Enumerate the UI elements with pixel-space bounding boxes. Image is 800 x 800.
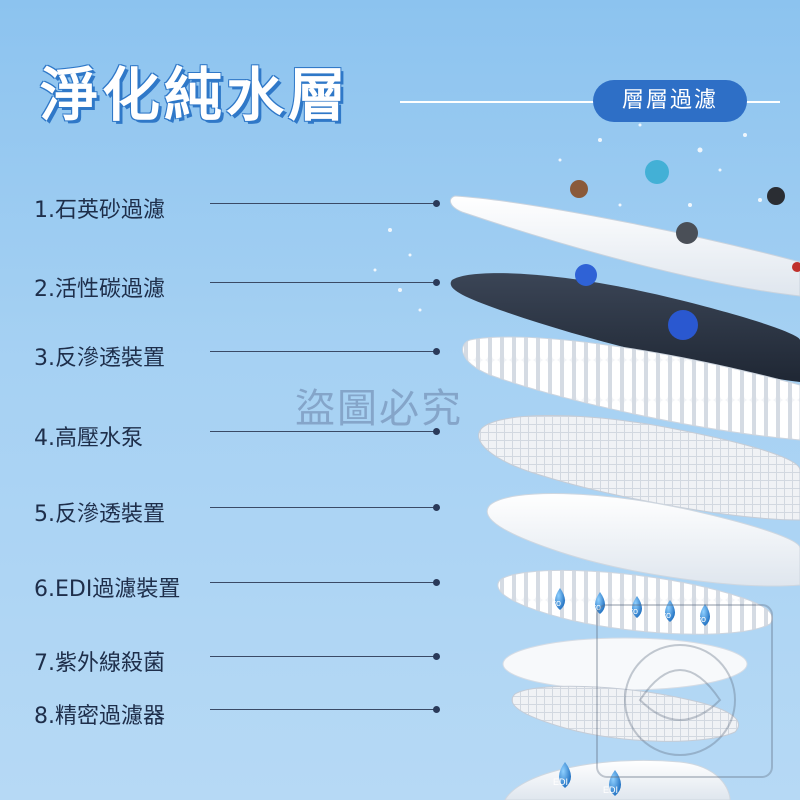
- layer-label-3: 3.反滲透裝置: [34, 346, 165, 371]
- edi-drop-2: [609, 770, 621, 796]
- particle-grey: [676, 222, 698, 244]
- ro-drop-label-3: ro: [630, 606, 638, 616]
- layer-uv-disc: [502, 637, 748, 691]
- edi-drop-1: [559, 762, 571, 788]
- leader-dot-2: [433, 279, 440, 286]
- ro-drop-label-1: ro: [553, 598, 561, 608]
- leader-line-3: [210, 351, 436, 352]
- layer-label-1: 1.石英砂過濾: [34, 198, 165, 223]
- leader-dot-4: [433, 428, 440, 435]
- particle-teal: [645, 160, 669, 184]
- corner-stamp-icon: [596, 604, 773, 778]
- leader-dot-6: [433, 579, 440, 586]
- leader-dot-8: [433, 706, 440, 713]
- leader-line-4: [210, 431, 436, 432]
- particle-black: [767, 187, 785, 205]
- filtration-badge: 層層過濾: [593, 80, 747, 122]
- edi-drop-label-1: EDI: [553, 777, 568, 787]
- ro-drop-label-2: ro: [593, 602, 601, 612]
- leader-line-2: [210, 282, 436, 283]
- leader-line-7: [210, 656, 436, 657]
- layer-ro-tubes-1: [462, 336, 800, 441]
- watermark-text: 盜圖必究: [295, 386, 463, 432]
- layer-ro-membrane: [486, 493, 800, 587]
- edi-drop-label-2: EDI: [603, 785, 618, 795]
- layer-label-2: 2.活性碳過濾: [34, 277, 165, 302]
- leader-dot-5: [433, 504, 440, 511]
- title-divider: [400, 101, 780, 103]
- particle-blue-small: [575, 264, 597, 286]
- particle-red: [792, 262, 800, 272]
- leader-line-5: [210, 507, 436, 508]
- ro-drops: ro ro ro ro ro: [553, 588, 710, 626]
- layer-activated-carbon: [450, 273, 800, 382]
- layer-label-7: 7.紫外線殺菌: [34, 651, 165, 676]
- leader-dot-3: [433, 348, 440, 355]
- page-title: 淨化純水層: [40, 61, 351, 129]
- leader-line-6: [210, 582, 436, 583]
- layer-label-8: 8.精密過濾器: [34, 704, 165, 729]
- leader-line-1: [210, 203, 436, 204]
- ro-drop-label-5: ro: [698, 614, 706, 624]
- layer-quartz-sand: [449, 195, 800, 297]
- ro-drop-label-4: ro: [663, 610, 671, 620]
- particle-brown: [570, 180, 588, 198]
- layer-precision-filter: [511, 685, 740, 742]
- leader-dot-1: [433, 200, 440, 207]
- water-splash: [373, 123, 762, 312]
- particle-blue-large: [668, 310, 698, 340]
- layer-label-4: 4.高壓水泵: [34, 426, 143, 451]
- layer-label-6: 6.EDI過濾裝置: [34, 577, 181, 602]
- leader-line-8: [210, 709, 436, 710]
- leader-dot-7: [433, 653, 440, 660]
- layer-pressure-pump: [478, 415, 800, 521]
- layer-label-5: 5.反滲透裝置: [34, 502, 165, 527]
